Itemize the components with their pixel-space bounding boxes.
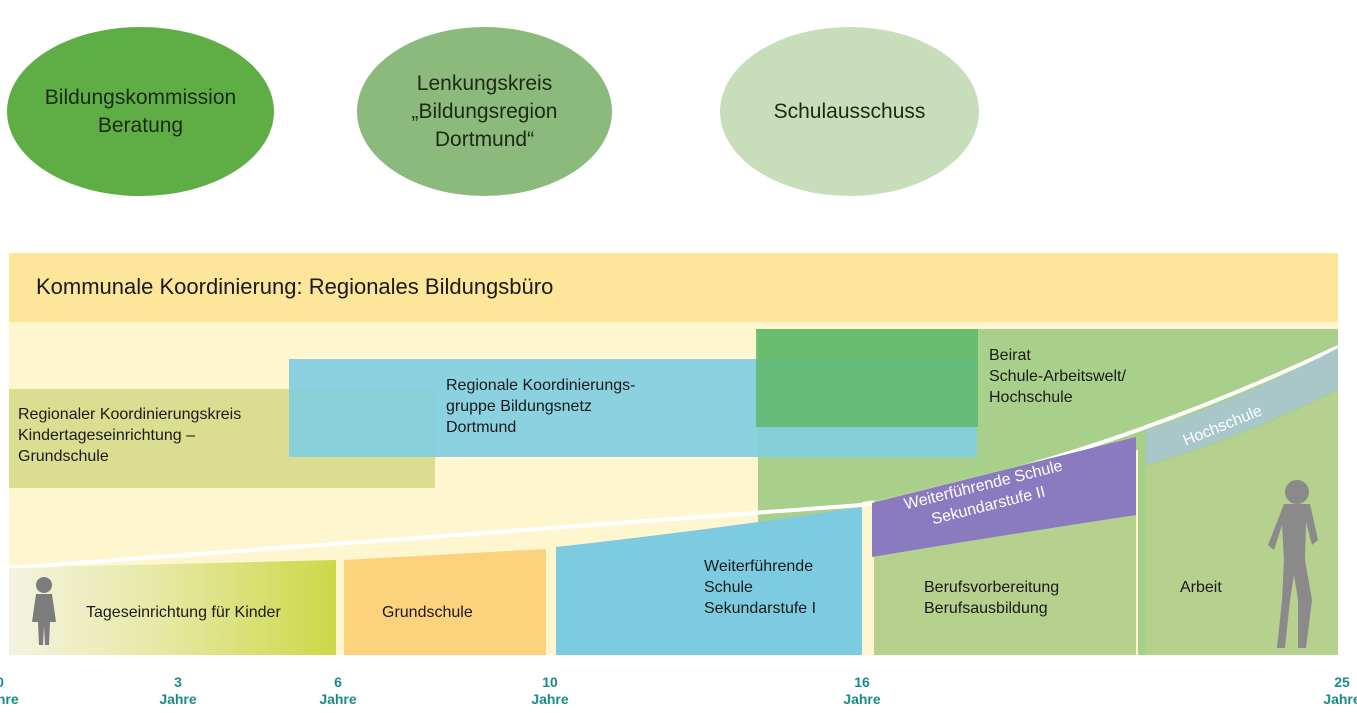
stage-label-beruf: Berufsvorbereitung Berufsausbildung (924, 579, 1060, 617)
axis-label-25: 25 Jahre (1323, 674, 1357, 707)
committee-label: Bildungskommission Beratung (44, 85, 237, 137)
stage-label-kita: Tageseinrichtung für Kinder (86, 604, 281, 621)
axis-label-16: 16 Jahre (843, 674, 881, 707)
group-label-beirat: Beirat Schule-Arbeitswelt/ Hochschule (989, 347, 1126, 406)
committee-lenkungskreis: Lenkungskreis „Bildungsregion Dortmund“ (357, 27, 612, 196)
group-label-kita-grundschule: Regionaler Koordinierungskreis Kindertag… (18, 406, 242, 465)
axis-label-0: 0 Jahre (0, 674, 19, 707)
axis-label-6: 6 Jahre (319, 674, 357, 707)
axis-label-10: 10 Jahre (531, 674, 569, 707)
committee-schulausschuss: Schulausschuss (720, 27, 979, 196)
committee-bildungskommission: Bildungskommission Beratung (7, 27, 274, 196)
child-icon (32, 577, 56, 645)
woman-icon (1268, 480, 1318, 648)
group-label-bildungsnetz: Regionale Koordinierungs- gruppe Bildung… (446, 377, 636, 436)
stage-kita (9, 560, 336, 655)
band-label: Kommunale Koordinierung: Regionales Bild… (36, 274, 554, 299)
stage-label-grundschule: Grundschule (382, 604, 473, 621)
curve-line (8, 345, 1339, 570)
group-beirat (756, 329, 978, 427)
stage-label-sek1: Weiterführende Schule Sekundarstufe I (704, 558, 817, 617)
coordination-band (9, 253, 1338, 322)
stage-sek1 (556, 507, 862, 655)
stage-label-arbeit: Arbeit (1180, 579, 1222, 596)
bottom-strip (9, 655, 1338, 661)
committee-label: Lenkungskreis „Bildungsregion Dortmund“ (411, 71, 558, 151)
stage-grundschule (344, 549, 546, 655)
committee-label: Schulausschuss (773, 99, 926, 123)
axis-label-3: 3 Jahre (159, 674, 197, 707)
stage-hochschule (1146, 348, 1338, 465)
stage-sek2 (872, 437, 1136, 557)
